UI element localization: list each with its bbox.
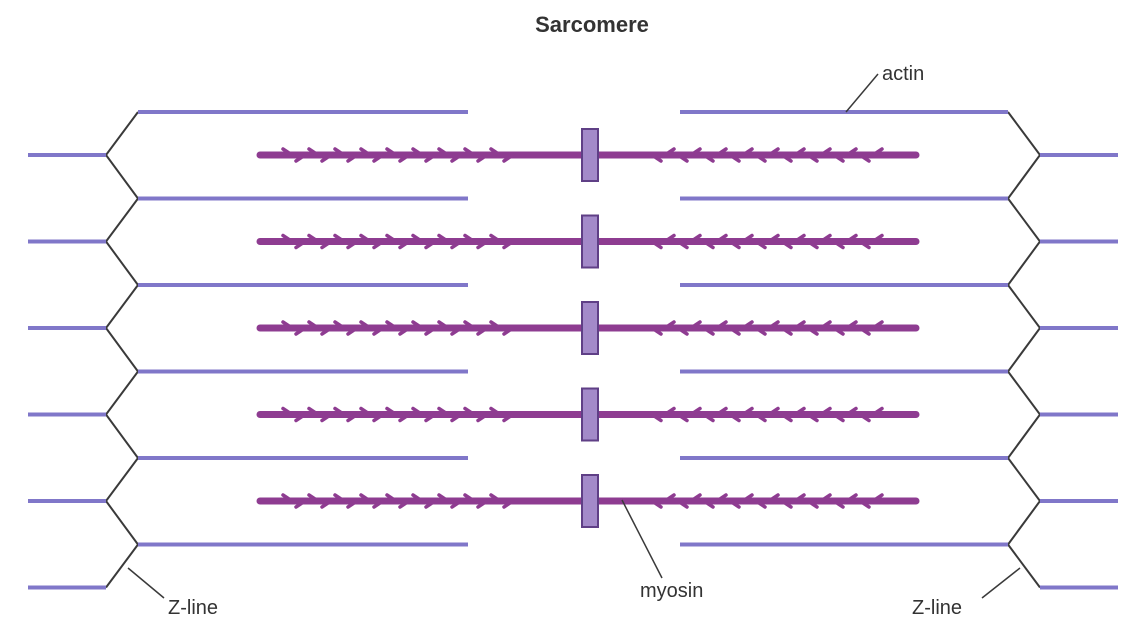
z-line-label-right: Z-line — [912, 597, 962, 619]
myosin-heads-right — [650, 320, 884, 336]
myosin-filament — [256, 301, 920, 355]
myosin-leader-line — [621, 499, 663, 579]
myosin-filament — [256, 214, 920, 269]
myosin-heads-right — [650, 233, 884, 250]
actin-label: actin — [882, 63, 924, 85]
myosin-heads-left — [281, 233, 515, 250]
myosin-filament — [256, 128, 920, 182]
myosin-heads-left — [281, 406, 515, 423]
myosin-heads-right — [650, 406, 884, 423]
z-line-label-left: Z-line — [168, 597, 218, 619]
myosin-heads-left — [281, 493, 515, 509]
leader-lines — [127, 73, 1021, 599]
m-line-box — [581, 301, 599, 355]
m-line-box — [581, 128, 599, 182]
actin-leader-line — [845, 73, 879, 113]
z-line-right-leader-line — [981, 567, 1021, 599]
diagram-title: Sarcomere — [535, 12, 649, 37]
z-lines — [104, 111, 1042, 589]
m-line-box — [581, 387, 599, 442]
m-line-box — [581, 214, 599, 269]
myosin-heads-right — [650, 493, 884, 509]
myosin-filaments — [256, 128, 920, 528]
myosin-heads-right — [650, 147, 884, 163]
myosin-filament — [256, 474, 920, 528]
actin-filaments — [28, 110, 1118, 590]
z-line-right — [1006, 111, 1042, 589]
myosin-filament — [256, 387, 920, 442]
myosin-heads-left — [281, 320, 515, 336]
myosin-heads-left — [281, 147, 515, 163]
m-line-box — [581, 474, 599, 528]
z-line-left-leader-line — [127, 567, 165, 599]
z-line-left — [104, 111, 140, 589]
myosin-label: myosin — [640, 580, 703, 602]
